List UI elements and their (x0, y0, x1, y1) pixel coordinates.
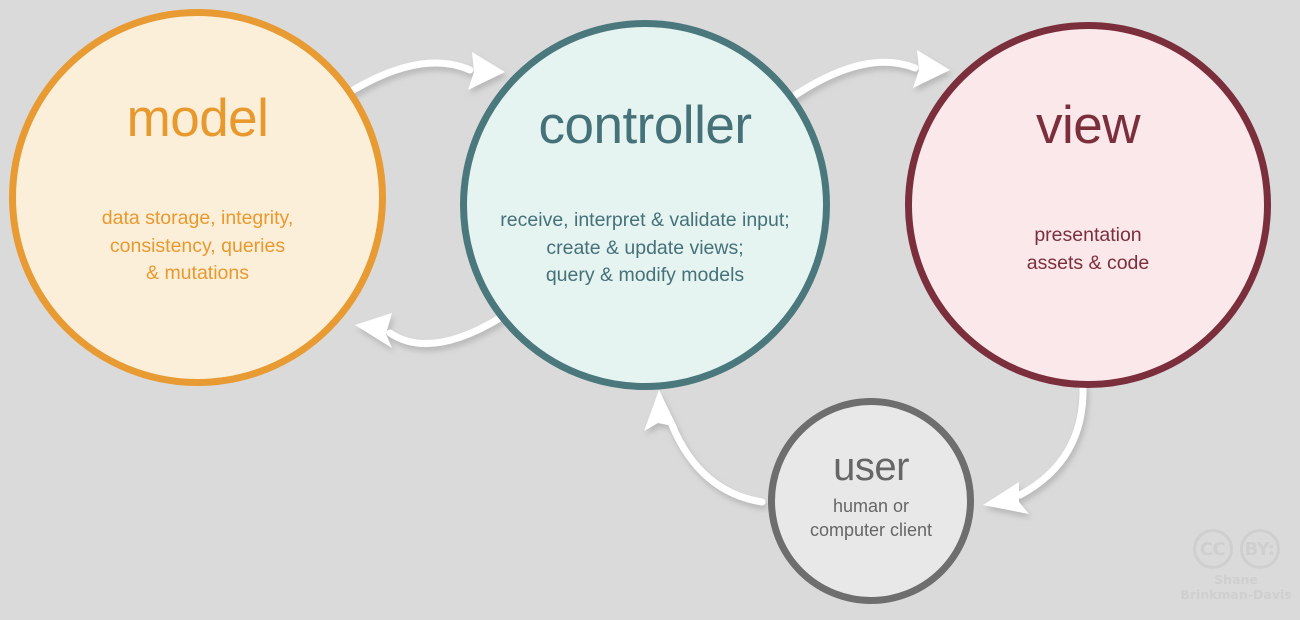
cc-by-icon: BY: (1239, 529, 1280, 569)
arrow-model-to-controller (341, 52, 505, 99)
node-controller-title: controller (538, 96, 752, 155)
arrow-view-to-user (983, 382, 1087, 514)
attribution-author: Shane Brinkman-Davis (1180, 572, 1292, 603)
creative-commons-attribution-badge: CC BY: Shane Brinkman-Davis (1180, 529, 1292, 607)
attribution-author-line-1: Shane (1214, 572, 1258, 587)
node-user-title: user (833, 445, 909, 489)
node-view-title: view (1035, 96, 1141, 155)
node-model-description: data storage, integrity,consistency, que… (101, 207, 294, 285)
node-controller[interactable]: controller receive, interpret & validate… (460, 20, 830, 390)
arrow-controller-to-view (787, 50, 950, 102)
cc-marks: CC BY: (1192, 529, 1280, 569)
node-controller-description: receive, interpret & validate input;crea… (500, 209, 790, 287)
arrow-user-to-controller (644, 390, 766, 506)
creative-commons-icon: CC (1192, 529, 1233, 569)
arrow-controller-to-model (355, 313, 504, 348)
node-model-title: model (126, 89, 269, 148)
attribution-author-line-2: Brinkman-Davis (1180, 586, 1292, 602)
node-model[interactable]: model data storage, integrity,consistenc… (9, 9, 386, 386)
